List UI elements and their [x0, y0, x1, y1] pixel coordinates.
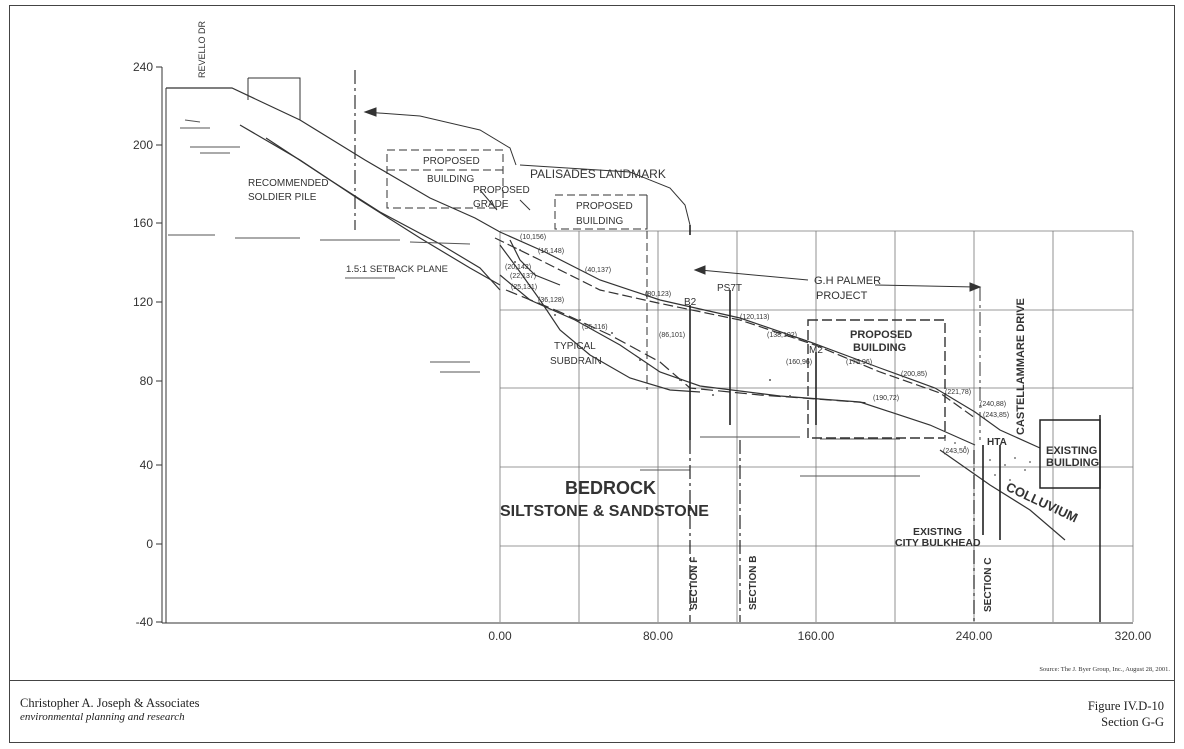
point-label: (40,137)	[585, 267, 611, 274]
gh-palmer-label: G.H PALMER	[814, 275, 881, 287]
figure-number: Figure IV.D-10	[1087, 699, 1164, 713]
setback-plane-line	[239, 124, 501, 286]
point-label: (138,102)	[767, 332, 797, 339]
revello-label: REVELLO DR	[197, 20, 207, 78]
proposed-building-3	[807, 319, 946, 439]
point-label: (221,78)	[945, 389, 971, 396]
ps7t-label: PS7T	[717, 283, 742, 294]
y-axis-ticks: 240 200 160 120 80 40 0 -40	[133, 60, 153, 629]
y-tick: 80	[140, 374, 154, 388]
borings	[689, 225, 1001, 540]
y-tick: -40	[136, 615, 154, 629]
proposed-building-1-label: PROPOSED	[423, 156, 480, 167]
cross-section-drawing: 240 200 160 120 80 40 0 -40 0.00 80.00 1…	[133, 20, 1152, 643]
proposed-building-1b-label: BUILDING	[427, 174, 474, 185]
labels: REVELLO DR PROPOSED BUILDING PROPOSED GR…	[197, 20, 1099, 612]
bulkhead-b-label: CITY BULKHEAD	[895, 537, 981, 549]
existing-building-b-label: BUILDING	[1046, 457, 1099, 469]
subdrain-label: SUBDRAIN	[550, 356, 602, 367]
existing-building	[1039, 415, 1101, 622]
point-label: (25,131)	[511, 284, 537, 291]
gh-palmer-arrows	[693, 265, 982, 440]
point-labels: (10,156) (16,148) (20,142) (22,137) (25,…	[505, 234, 1009, 455]
revello-structure	[165, 77, 301, 623]
x-tick: 0.00	[488, 629, 512, 643]
y-tick: 120	[133, 295, 153, 309]
point-label: (240,88)	[980, 401, 1006, 408]
hta-label: HTA	[987, 437, 1007, 448]
section-b-label: SECTION B	[748, 556, 759, 610]
colluvium-stipple	[514, 249, 1031, 481]
gh-palmer-b-label: PROJECT	[816, 290, 868, 302]
y-tick: 40	[140, 458, 154, 472]
point-label: (16,148)	[538, 248, 564, 255]
axes	[156, 66, 1133, 624]
existing-building-label: EXISTING	[1046, 445, 1097, 457]
b2-label: B2	[684, 297, 697, 308]
x-axis-ticks: 0.00 80.00 160.00 240.00 320.00	[488, 629, 1151, 643]
section-f-label: SECTION F	[689, 557, 700, 610]
colluvium-base-line	[939, 449, 1066, 541]
bulkhead-label: EXISTING	[913, 526, 962, 538]
firm-tagline: environmental planning and research	[20, 711, 185, 723]
proposed-building-2	[554, 194, 648, 390]
point-label: (20,142)	[505, 264, 531, 271]
x-tick: 240.00	[956, 629, 993, 643]
section-c-label: SECTION C	[983, 558, 994, 612]
soldier-pile-label: SOLDIER PILE	[248, 192, 317, 203]
y-tick: 240	[133, 60, 153, 74]
figure-section: Section G-G	[1101, 715, 1164, 729]
y-tick: 200	[133, 138, 153, 152]
footer-divider	[9, 680, 1175, 681]
point-label: (200,85)	[901, 371, 927, 378]
point-label: (243,50)	[943, 448, 969, 455]
point-label: (10,156)	[520, 234, 546, 241]
setback-label: 1.5:1 SETBACK PLANE	[346, 264, 448, 275]
point-label: (22,137)	[510, 273, 536, 280]
point-label: (86,101)	[659, 332, 685, 339]
proposed-building-3b-label: BUILDING	[853, 342, 906, 354]
firm-name: Christopher A. Joseph & Associates	[20, 696, 200, 710]
proposed-building-2b-label: BUILDING	[576, 216, 623, 227]
point-label: (36,128)	[538, 297, 564, 304]
point-label: (80,123)	[645, 291, 671, 298]
proposed-grade-line	[494, 237, 976, 419]
point-label: (160,96)	[786, 359, 812, 366]
y-tick: 0	[146, 537, 153, 551]
typical-label: TYPICAL	[554, 341, 596, 352]
m2-label: M2	[809, 345, 823, 356]
geology-lines	[166, 70, 1066, 541]
recommended-label: RECOMMENDED	[248, 178, 329, 189]
palisades-bracket	[363, 107, 691, 226]
point-label: (56,116)	[582, 324, 608, 331]
colluvium-label: COLLUVIUM	[1004, 479, 1080, 525]
bedrock-label: BEDROCK	[565, 478, 656, 498]
point-label: (243,85)	[983, 412, 1009, 419]
y-tick: 160	[133, 216, 153, 230]
point-label: (190,72)	[873, 395, 899, 402]
x-tick: 80.00	[643, 629, 673, 643]
castellammare-label: CASTELLAMMARE DRIVE	[1015, 298, 1027, 435]
grid	[499, 230, 1134, 622]
point-label: (120,113)	[740, 314, 769, 321]
proposed-grade-label: PROPOSED	[473, 185, 530, 196]
existing-ground-line	[166, 87, 1041, 449]
excavation-line	[505, 289, 871, 404]
x-tick: 160.00	[798, 629, 835, 643]
proposed-grade-b-label: GRADE	[473, 199, 509, 210]
section-lines	[689, 440, 975, 622]
proposed-building-1	[386, 149, 504, 209]
siltstone-label: SILTSTONE & SANDSTONE	[500, 503, 709, 520]
x-tick: 320.00	[1115, 629, 1152, 643]
texture-marks	[168, 119, 920, 477]
proposed-building-2-label: PROPOSED	[576, 201, 633, 212]
point-label: (175,96)	[846, 359, 872, 366]
figure-frame	[9, 5, 1175, 743]
palisades-label: PALISADES LANDMARK	[530, 167, 666, 181]
source-note: Source: The J. Byer Group, Inc., August …	[1039, 666, 1170, 673]
proposed-building-3-label: PROPOSED	[850, 329, 912, 341]
